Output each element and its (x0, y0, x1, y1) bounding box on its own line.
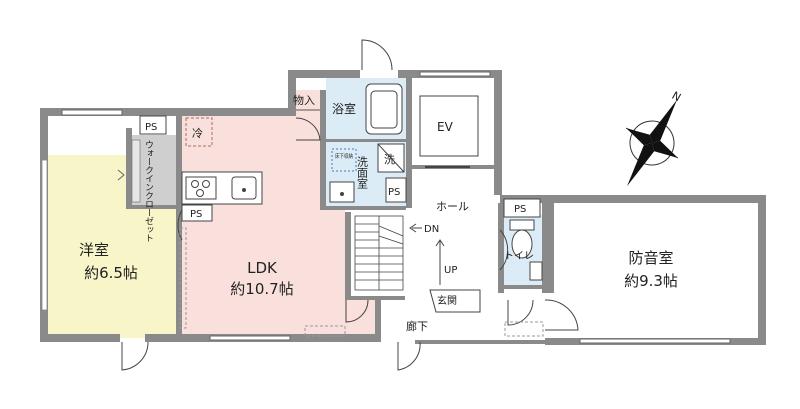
dn-label: DN (424, 224, 439, 235)
window (41, 159, 48, 311)
elevator-label: EV (437, 120, 454, 134)
ps-label: PS (190, 209, 202, 220)
wall (500, 195, 765, 203)
soundproof-size: 約9.3帖 (624, 272, 678, 290)
bathtub-icon (370, 90, 398, 129)
washer-label: 洗 (384, 153, 395, 166)
wall (345, 212, 351, 298)
ldk-floor (182, 90, 375, 340)
wall (126, 205, 176, 209)
wall (320, 90, 326, 210)
wall (136, 108, 296, 116)
toilet-label: トイレ (504, 251, 534, 262)
wall (542, 203, 554, 293)
bath-label: 浴室 (332, 101, 356, 116)
corridor-label: 廊下 (406, 319, 428, 333)
stove-icon (191, 180, 199, 188)
sink-icon (242, 188, 246, 192)
ps-box (139, 115, 167, 135)
ps-label: PS (388, 187, 400, 198)
ldk-name: LDK (247, 259, 278, 277)
floor-storage-box (331, 148, 357, 172)
bedroom-size: 約6.5帖 (84, 264, 138, 282)
window (419, 71, 491, 77)
fridge-box (185, 117, 213, 147)
window (209, 335, 291, 341)
wall (326, 206, 406, 210)
toilet-icon (509, 219, 535, 259)
window (61, 109, 123, 116)
stove-icon (202, 180, 210, 188)
ps-box (385, 177, 407, 203)
hall-label: ホール (436, 200, 469, 213)
stove-icon (196, 189, 204, 197)
entrance-label: 玄関 (437, 294, 457, 307)
ps-box (181, 204, 213, 222)
washer-box (377, 143, 405, 173)
wall (415, 340, 545, 344)
ps-label: PS (514, 204, 526, 215)
dashed-strip (504, 321, 544, 337)
wall (494, 70, 502, 195)
entrance-box (429, 289, 481, 313)
walkin-closet-label: ウォークインクローゼット (143, 140, 154, 243)
wall (176, 114, 182, 339)
wall (406, 78, 412, 208)
floor-storage-label: 床下収納 (335, 152, 353, 160)
wall (498, 203, 504, 293)
wall (758, 195, 766, 345)
elevator-box (419, 95, 479, 157)
soundproof-name: 防音室 (628, 249, 673, 267)
fridge-label: 冷 (192, 127, 203, 140)
washbasin-icon (340, 192, 344, 196)
wall (288, 70, 360, 78)
ldk-size: 約10.7帖 (230, 280, 293, 298)
compass-north-label: N (670, 89, 684, 104)
bedroom-name: 洋室 (79, 241, 109, 259)
wall (40, 334, 120, 342)
compass-icon (625, 99, 679, 187)
dashed-strip (304, 325, 346, 337)
stove-icon (185, 176, 217, 200)
bathtub-icon (365, 83, 403, 135)
wall (288, 70, 296, 116)
closet-shelf (131, 139, 141, 203)
wall (345, 296, 405, 300)
wall (126, 128, 132, 208)
ps-label: PS (145, 122, 157, 133)
wall (375, 300, 381, 342)
up-label: UP (444, 265, 457, 276)
ps-box (503, 198, 541, 218)
wall (326, 139, 406, 142)
dashed-strip (179, 227, 187, 329)
washroom-label: 洗面室 (356, 156, 369, 189)
toilet-sink (529, 261, 543, 281)
door-swing-icon (121, 39, 579, 371)
closet-hanger-icon (117, 169, 125, 181)
window (579, 338, 731, 344)
storage-label: 物入 (293, 93, 315, 107)
wall (504, 285, 542, 289)
stairs-icon (354, 215, 445, 291)
